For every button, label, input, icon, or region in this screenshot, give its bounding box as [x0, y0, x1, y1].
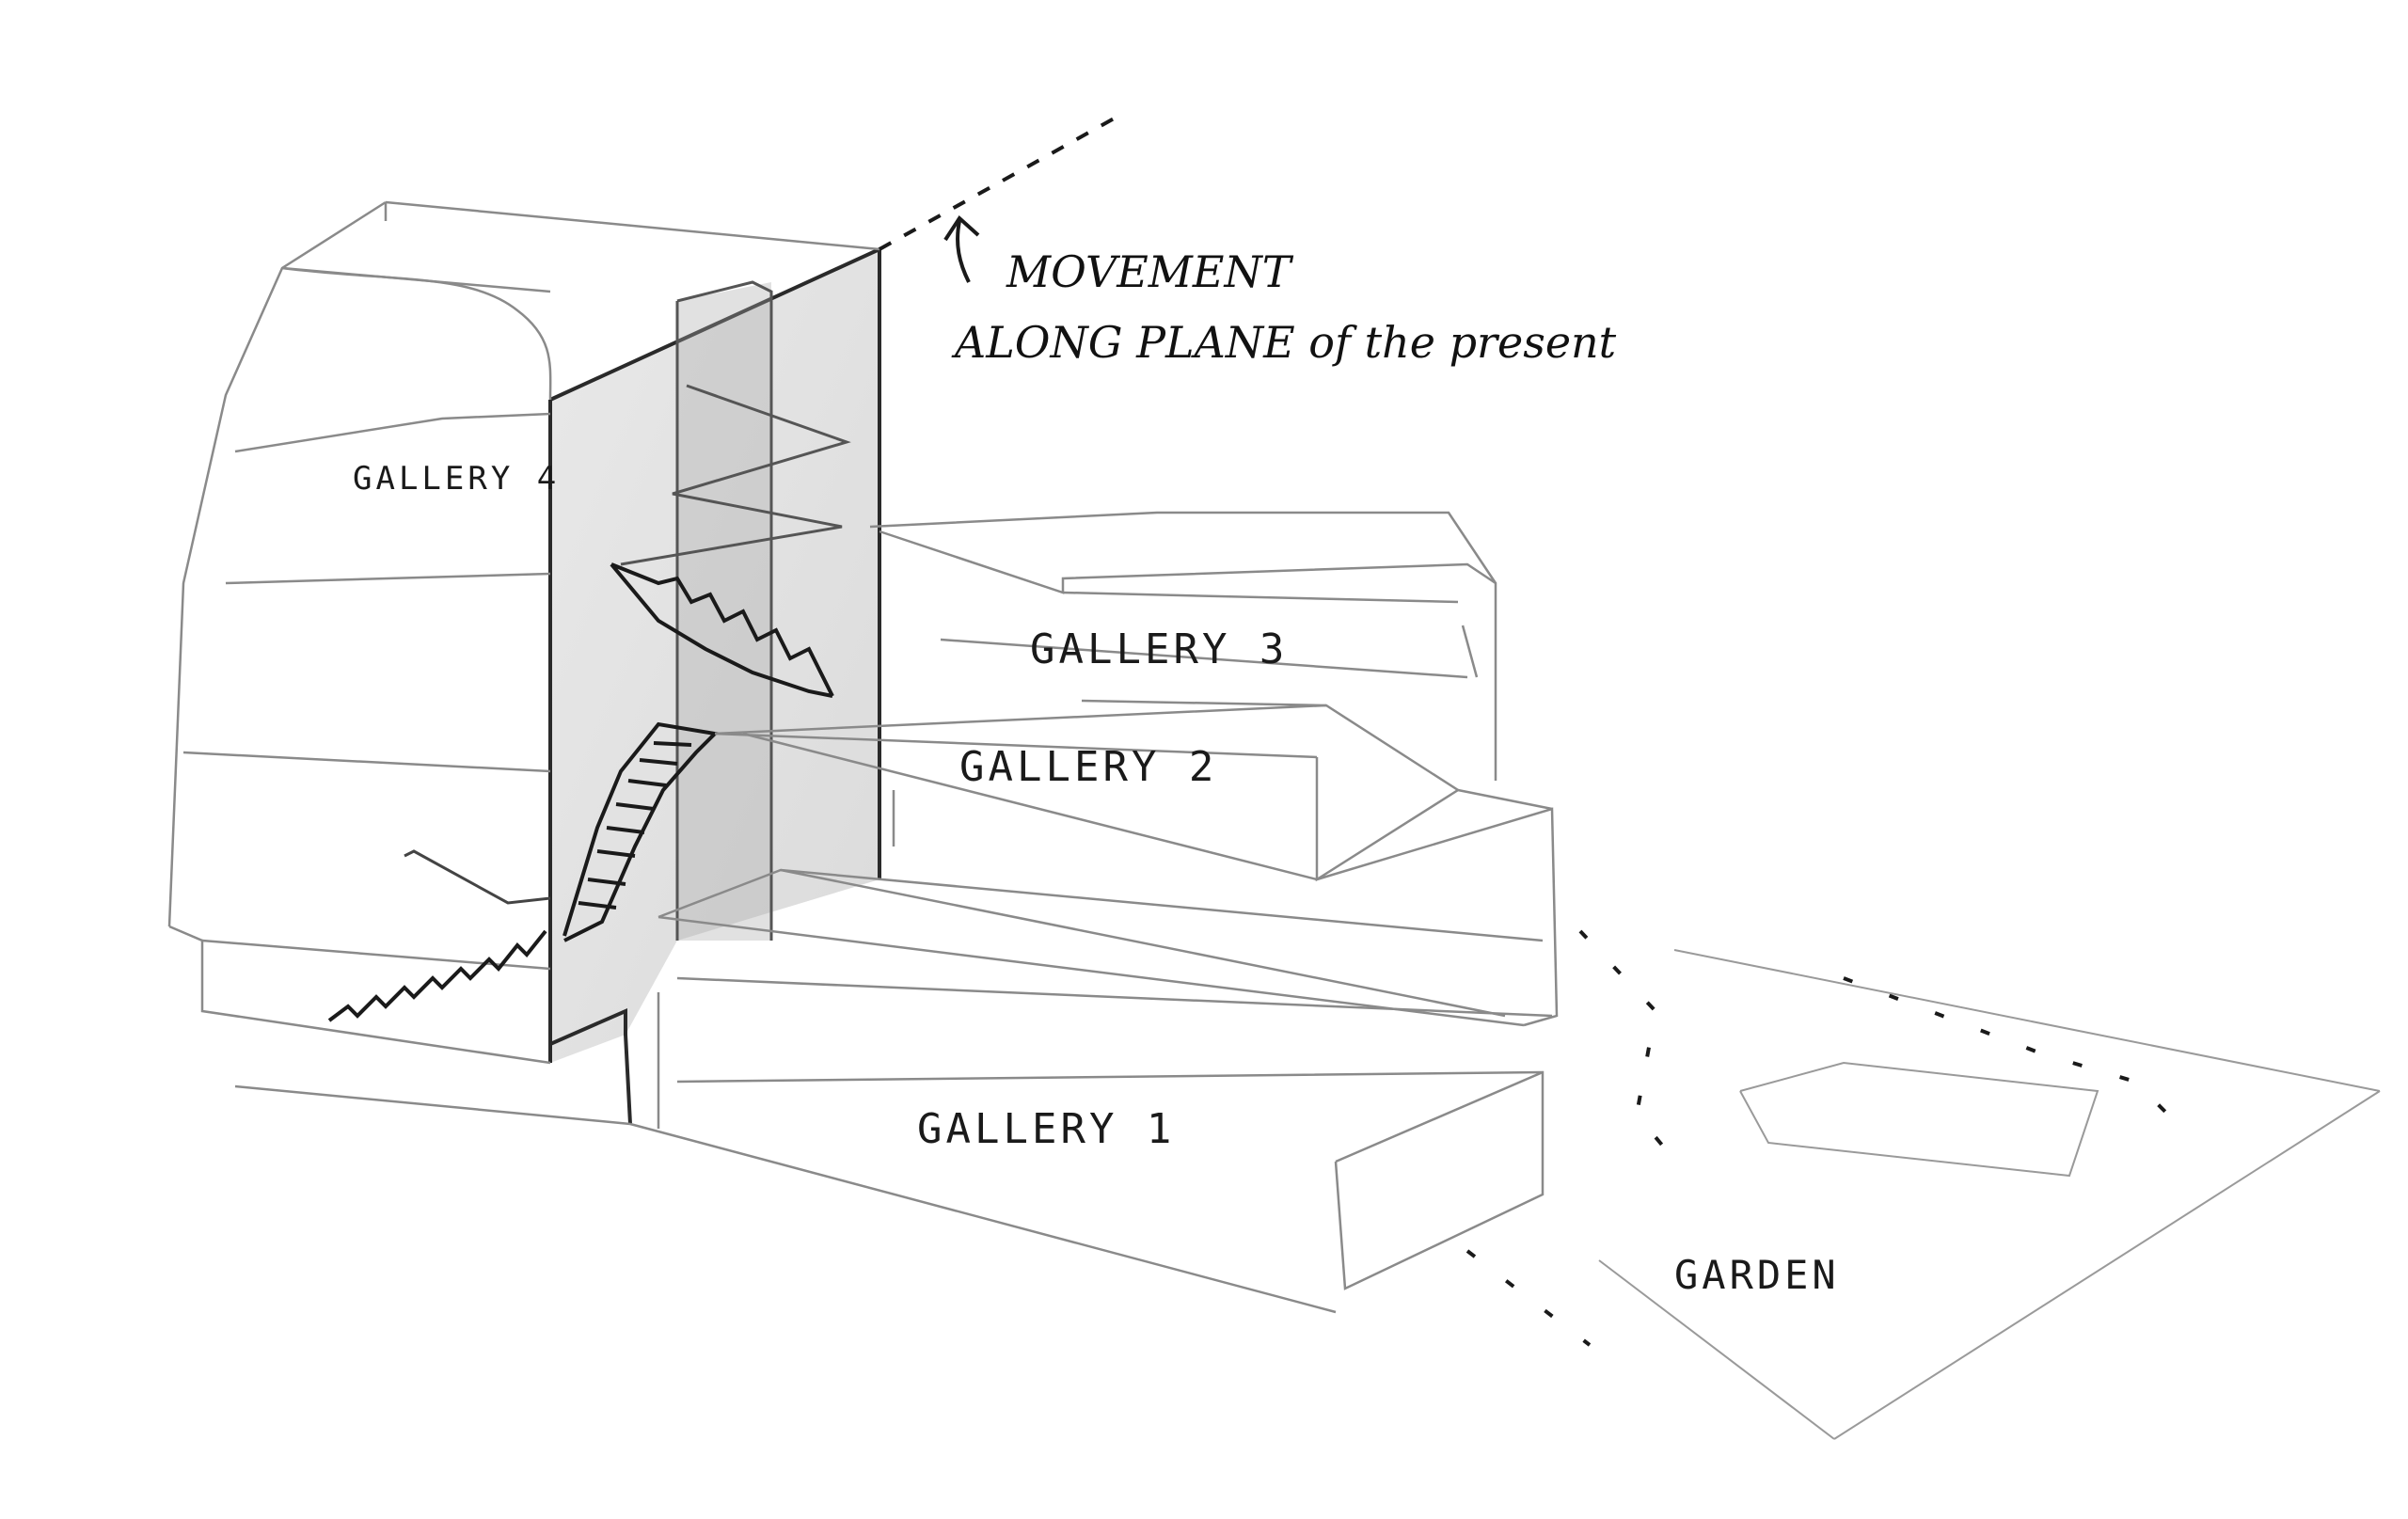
- gallery-4-label: GALLERY 4: [353, 460, 560, 498]
- gallery-3-massing: [869, 511, 1497, 781]
- gallery-2-label: GALLERY 2: [959, 743, 1217, 791]
- gallery-2-massing: [714, 699, 1559, 1027]
- garden-label: GARDEN: [1674, 1252, 1840, 1298]
- gallery-4-stair: [327, 849, 551, 1022]
- diagonal-stair: [562, 721, 720, 942]
- garden-ground: [1598, 949, 2381, 1440]
- gallery-1-massing: [234, 868, 1553, 1314]
- garden-outline: [1465, 929, 2184, 1347]
- annotation-line-2: ALONG PLANE of the present: [951, 317, 1617, 368]
- movement-arrow-icon: [943, 214, 980, 283]
- gallery-3-label: GALLERY 3: [1030, 625, 1288, 673]
- upper-stair: [610, 562, 834, 698]
- gallery-1-label: GALLERY 1: [917, 1105, 1175, 1153]
- central-plane-shade: [550, 249, 879, 1063]
- central-plane: [548, 245, 881, 1125]
- annotation-line-1: MOVEMENT: [1006, 246, 1294, 297]
- movement-line: [879, 111, 1125, 251]
- plane-zigzag: [620, 384, 851, 566]
